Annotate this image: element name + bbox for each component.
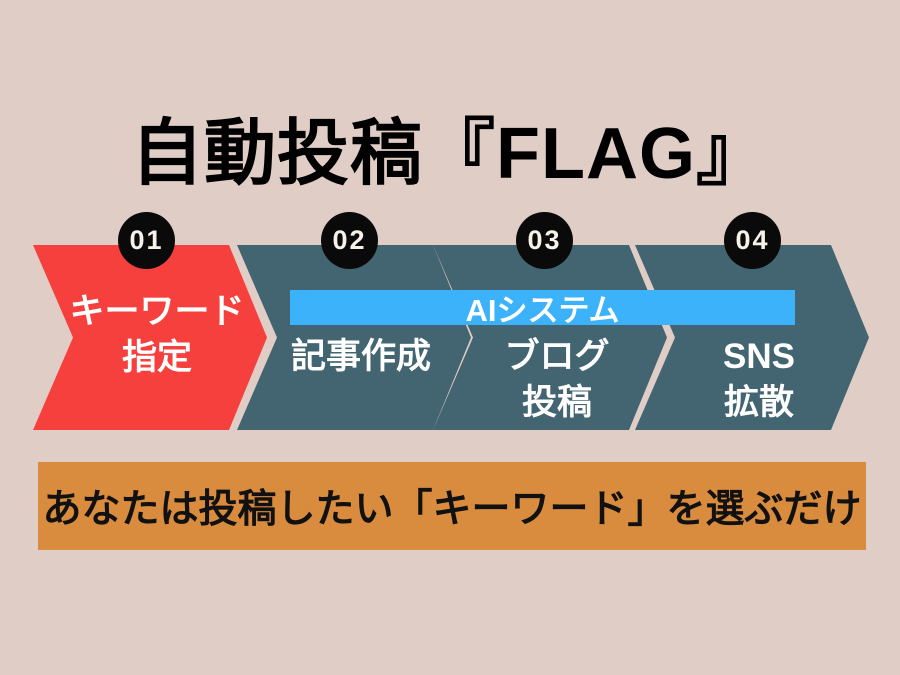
step-label-line: ブログ [504, 337, 610, 376]
step-arrow-blog: ブログ 投稿 [433, 245, 667, 430]
step-badge-02: 02 [321, 212, 378, 269]
step-badge-01: 01 [118, 212, 175, 269]
step-label: ブログ 投稿 [447, 334, 667, 426]
ai-system-label: AIシステム [465, 293, 620, 328]
step-label: キーワード 指定 [47, 289, 267, 381]
page-title: 自動投稿『FLAG』 [131, 114, 769, 194]
step-label-line: 指定 [121, 338, 192, 377]
step-arrow-keyword: キーワード 指定 [33, 245, 267, 430]
step-arrow-sns: SNS 拡散 [635, 245, 869, 430]
step-label-line: SNS [723, 337, 795, 376]
step-label: 記事作成 [251, 334, 471, 380]
ai-system-bar: AIシステム [290, 290, 795, 328]
step-label: SNS 拡散 [649, 334, 869, 426]
bottom-banner: あなたは投稿したい「キーワード」を選ぶだけ [38, 462, 866, 550]
step-label-line: 記事作成 [290, 337, 431, 376]
banner-text: あなたは投稿したい「キーワード」を選ぶだけ [42, 488, 862, 531]
step-badge-04: 04 [724, 212, 781, 269]
step-arrow-article: 記事作成 [237, 245, 471, 430]
step-badge-03: 03 [516, 212, 573, 269]
step-label-line: 投稿 [521, 383, 592, 422]
step-label-line: キーワード [69, 292, 245, 331]
step-label-line: 拡散 [723, 383, 794, 422]
